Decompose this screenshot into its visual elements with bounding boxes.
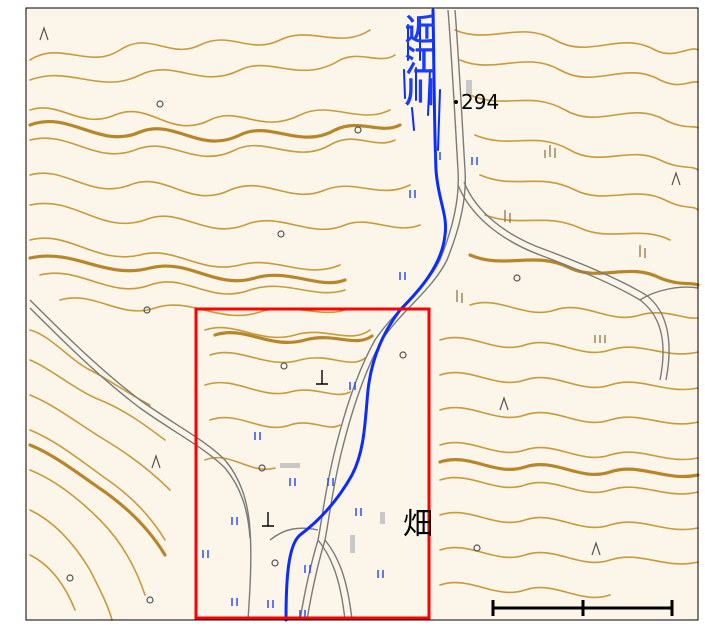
coniferous-tree-icon bbox=[39, 26, 681, 556]
river-name-label: 近江川 bbox=[399, 14, 434, 107]
deciduous-tree-icon bbox=[66, 100, 521, 604]
map-border bbox=[25, 7, 699, 621]
shrine-icon bbox=[262, 370, 328, 527]
elevation-label: 294 bbox=[461, 90, 500, 114]
highlight-box bbox=[194, 307, 431, 620]
river bbox=[284, 8, 448, 622]
bamboo-icon bbox=[456, 145, 646, 343]
gray-marks bbox=[280, 80, 472, 553]
elevation-point bbox=[454, 100, 458, 104]
scale-bar bbox=[491, 600, 674, 616]
map-background bbox=[26, 8, 698, 620]
index-contour-lines bbox=[28, 119, 700, 557]
land-use-symbols bbox=[202, 152, 478, 618]
contour-lines bbox=[29, 29, 699, 621]
field-symbol-label: 畑 bbox=[403, 507, 433, 542]
